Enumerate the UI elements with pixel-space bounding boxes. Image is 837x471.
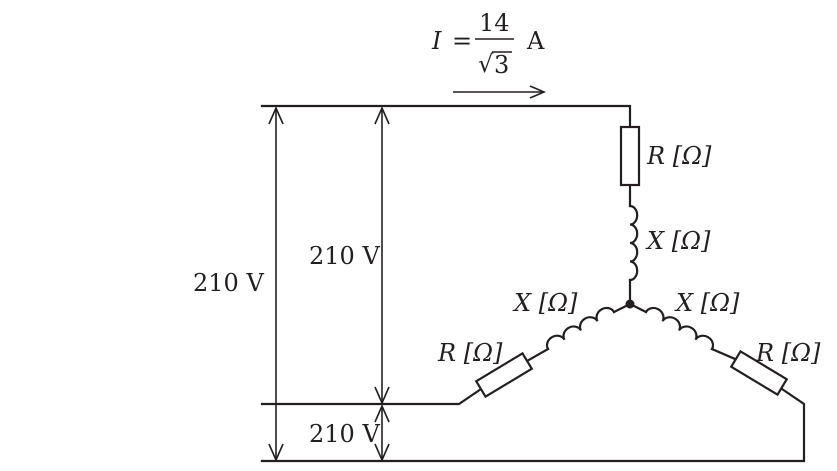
current-annotation: I = 14 √ 3 A <box>431 9 547 99</box>
left-resistor <box>474 351 534 399</box>
wire-right-x-r <box>710 347 737 361</box>
right-resistor-label: R [Ω] <box>755 339 821 367</box>
top-inductor <box>628 204 639 282</box>
right-inductor <box>644 306 715 351</box>
left-resistor-label: R [Ω] <box>437 339 503 367</box>
current-sqrt-sign: √ <box>478 50 494 78</box>
top-resistor <box>619 125 641 187</box>
left-reactance-label: X [Ω] <box>512 289 578 317</box>
left-inductor <box>545 306 616 351</box>
voltage-arrow-bottom <box>374 404 390 462</box>
line-c-wire <box>260 387 806 463</box>
current-symbol: I <box>431 27 442 55</box>
line-b-wire <box>260 387 483 406</box>
right-resistor <box>729 349 789 397</box>
current-denominator: 3 <box>494 51 509 79</box>
current-arrow-head <box>529 85 547 99</box>
wire-left-x-r <box>525 347 550 363</box>
current-equals: = <box>452 27 472 55</box>
voltage-label-inner: 210 V <box>309 242 380 270</box>
voltage-label-bottom: 210 V <box>309 420 380 448</box>
voltage-arrow-inner <box>374 106 390 405</box>
current-numerator: 14 <box>479 9 510 37</box>
wires <box>260 104 806 463</box>
top-reactance-label: X [Ω] <box>645 227 711 255</box>
right-reactance-label: X [Ω] <box>674 289 740 317</box>
line-a-wire <box>260 104 632 129</box>
voltage-arrow-outer <box>268 106 284 462</box>
current-unit: A <box>526 27 545 55</box>
top-resistor-label: R [Ω] <box>646 142 712 170</box>
voltage-label-outer: 210 V <box>193 269 264 297</box>
neutral-node <box>625 299 635 309</box>
